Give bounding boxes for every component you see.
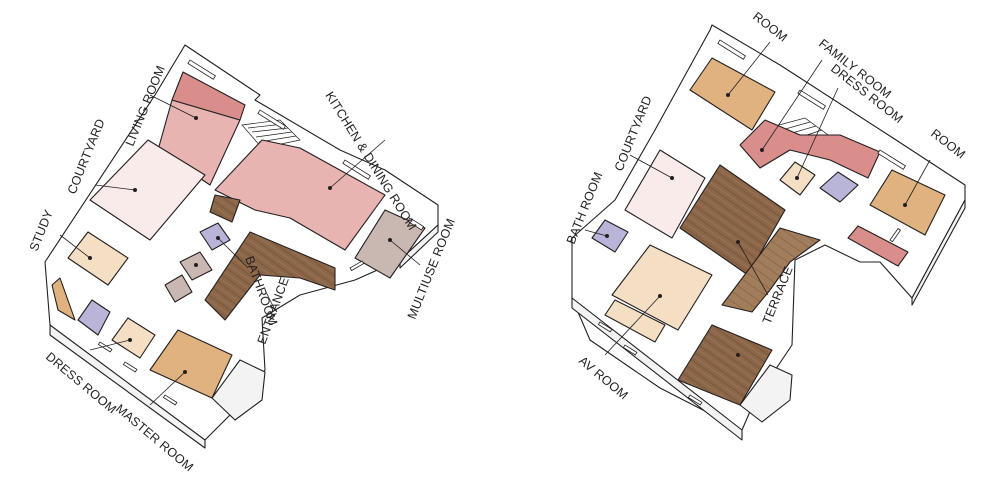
upper-floor-plan: ROOM FAMILY ROOM DRESS ROOM ROOM COURTYA…: [564, 9, 968, 441]
study-window-floor: [51, 277, 76, 321]
entrance-floor-lower: [209, 194, 241, 223]
upper-right-balcony: [847, 225, 909, 267]
ground-floor-plan: LIVING ROOM COURTYARD STUDY KITCHEN & DI…: [27, 44, 458, 474]
entrance-floor: [204, 231, 336, 321]
ground-leaders: [59, 94, 421, 406]
multiuse-room-floor: [354, 209, 426, 279]
terrace-lower: [677, 324, 773, 406]
ground-dress-room-1: [77, 299, 111, 336]
upper-deck-central: [679, 164, 786, 276]
upper-windows: [597, 39, 906, 406]
ground-dress-room-2: [111, 317, 156, 359]
av-room-floor: [611, 244, 713, 331]
master-balcony: [211, 359, 266, 421]
upper-bath-room-floor: [591, 219, 629, 253]
upper-room-right-floor: [869, 169, 946, 236]
ground-courtyard-floor: [89, 139, 206, 241]
kitchen-dining-floor: [214, 139, 386, 251]
upper-dress-room-2: [819, 171, 859, 203]
upper-balcony: [739, 364, 793, 423]
upper-outer-side-right: [911, 199, 966, 306]
ground-windows: [97, 59, 425, 406]
terrace-floor: [721, 227, 821, 313]
upper-room-top-floor: [689, 57, 776, 131]
label-study: STUDY: [27, 207, 56, 253]
dot-terrace: [736, 353, 740, 357]
av-room-ledge: [604, 299, 666, 343]
upper-leaders: [584, 41, 931, 356]
master-room-floor: [149, 329, 233, 399]
bathroom-1-floor: [199, 222, 231, 251]
study-floor: [67, 231, 129, 286]
dot-bath-2: [194, 263, 198, 267]
living-room-upper: [171, 71, 246, 121]
ground-stairs: [241, 119, 301, 149]
label-room-right: ROOM: [928, 126, 968, 161]
bathroom-3-floor: [164, 274, 193, 303]
ground-outer-side-right: [399, 224, 439, 269]
upper-courtyard-floor: [624, 149, 706, 239]
label-room-top: ROOM: [750, 9, 790, 44]
